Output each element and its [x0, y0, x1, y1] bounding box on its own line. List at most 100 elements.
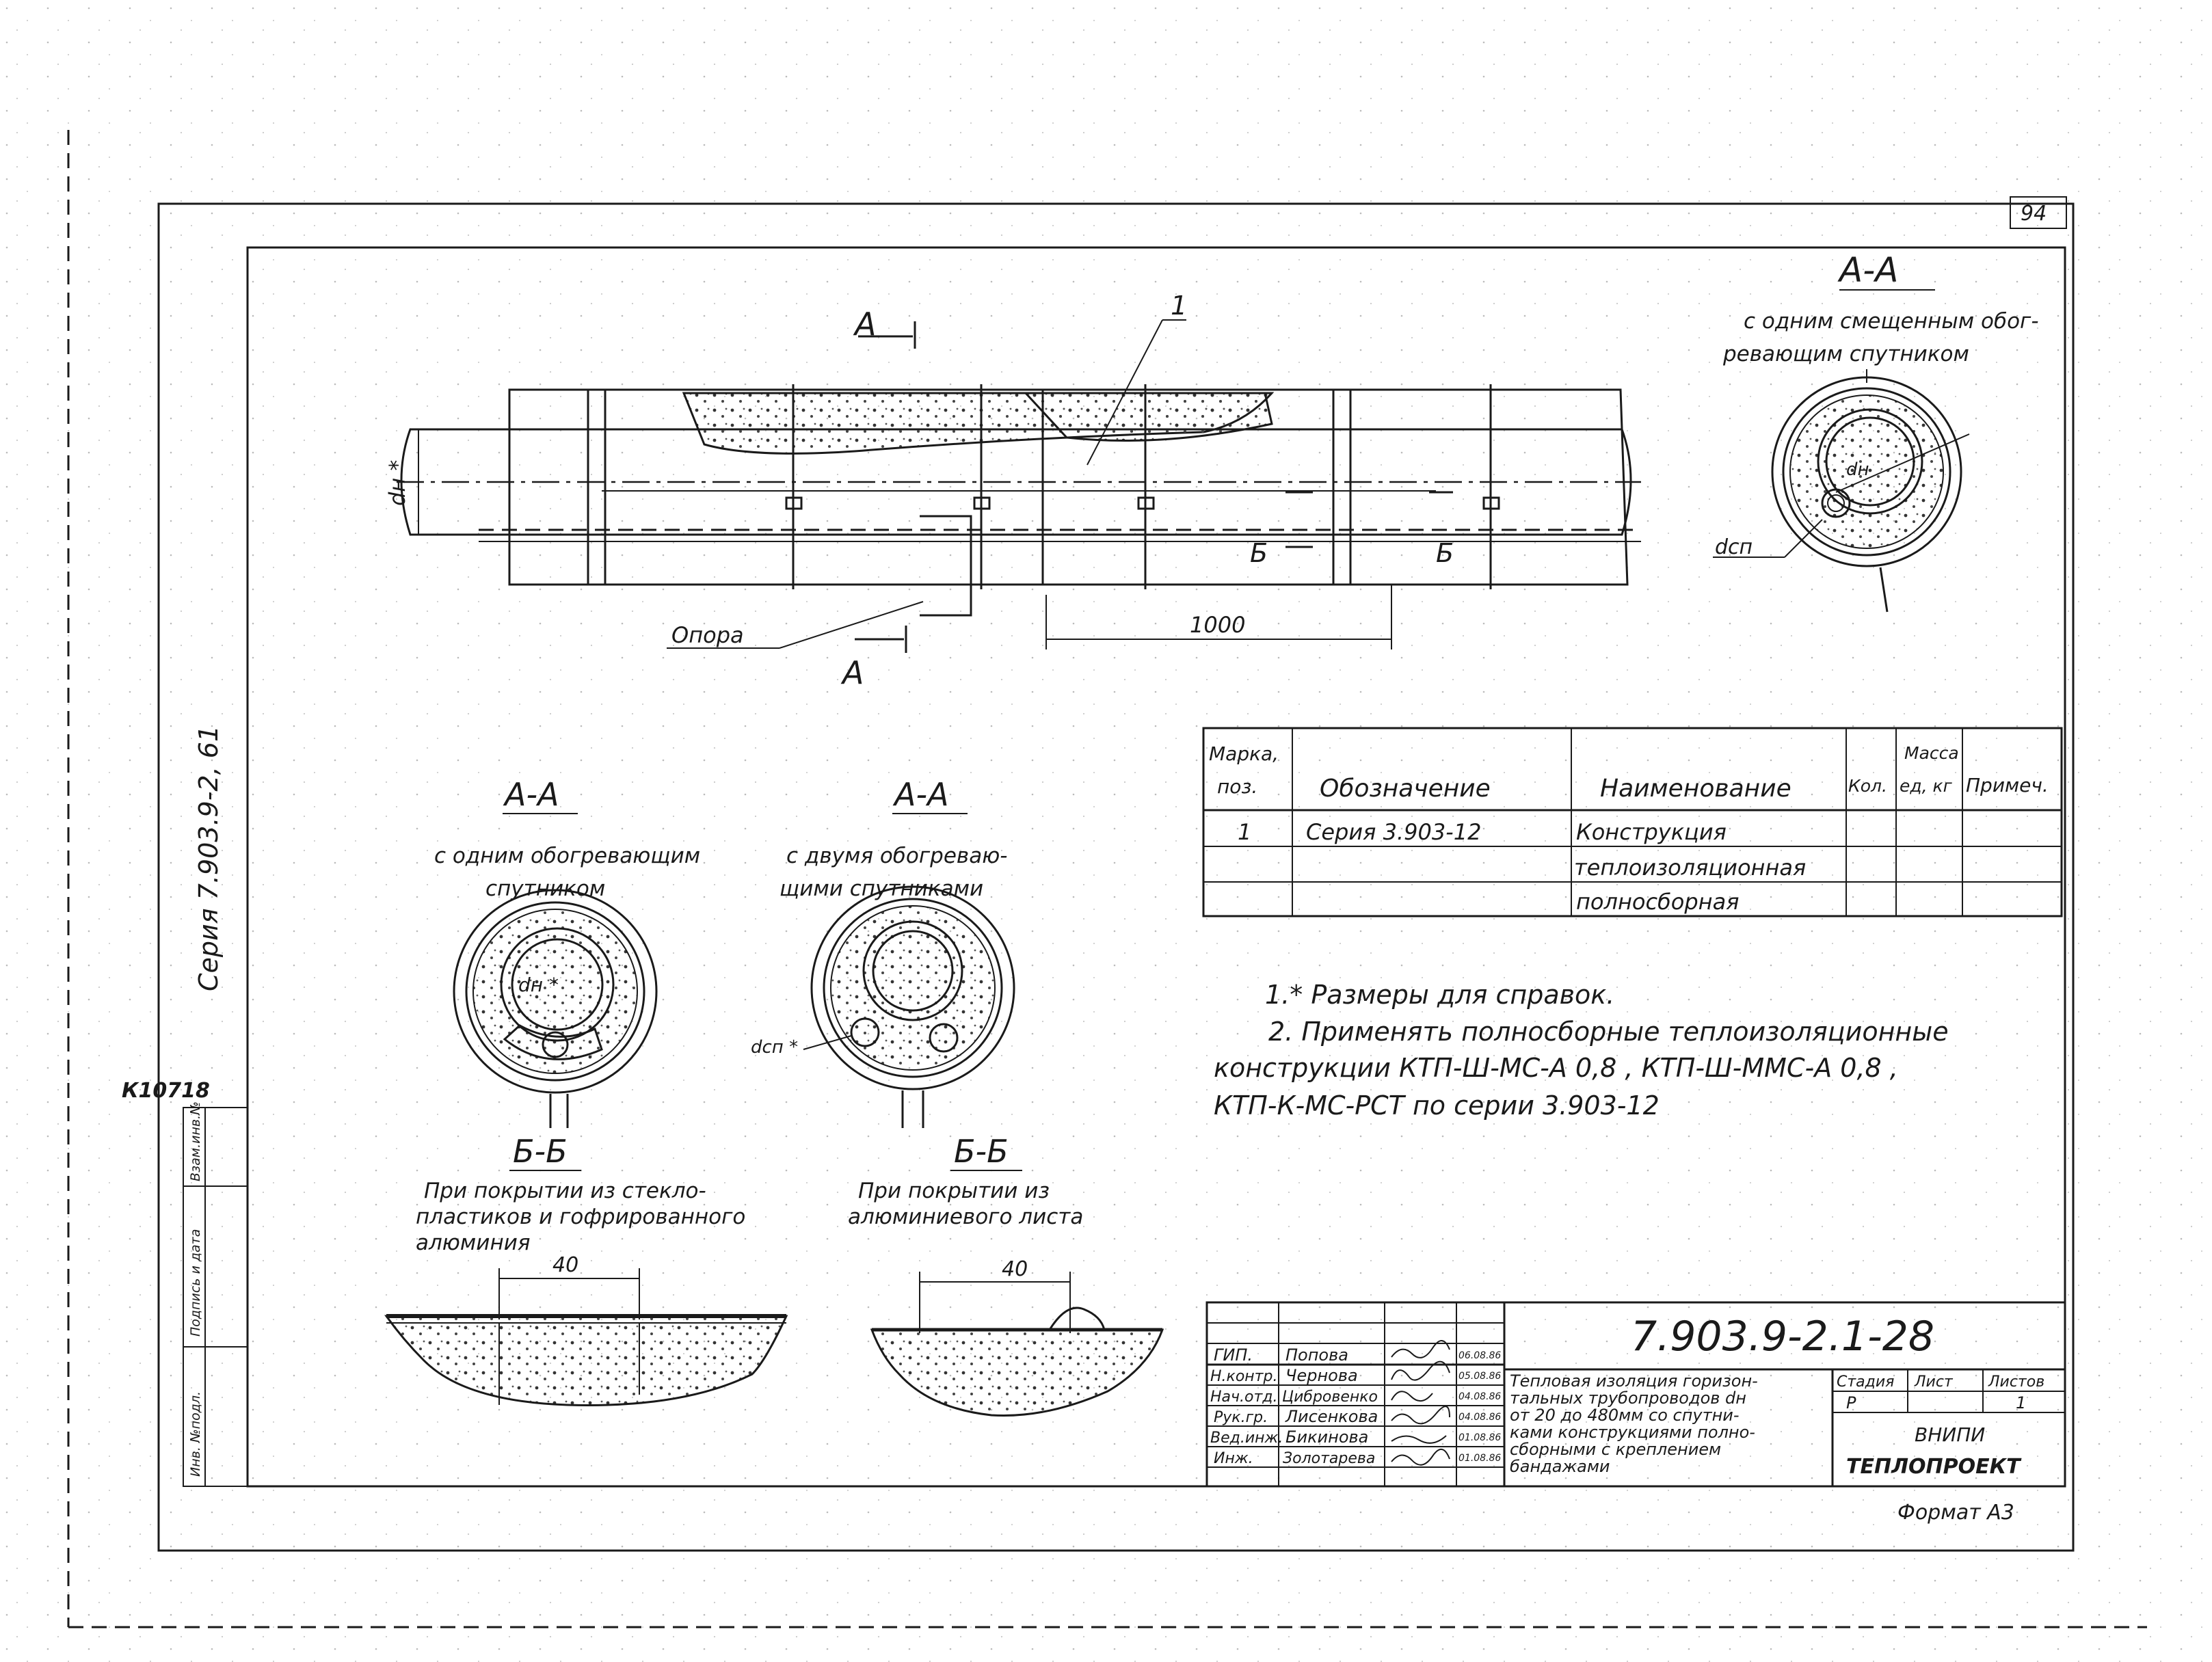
title-block: ГИП. Н.контр. Нач.отд. Рук.гр. Вед.инж. … [1205, 1301, 2066, 1488]
spec-row-mark: 1 [1238, 819, 1251, 845]
section-offset-dsp: dсп [1715, 535, 1753, 559]
sheets-value: 1 [2016, 1393, 2026, 1412]
dimension-1000: 1000 [1190, 612, 1245, 638]
section-two-caption-2: щими спутниками [779, 876, 983, 901]
spec-row-name-2: теплоизоляционная [1574, 855, 1806, 881]
stage-value: Р [1846, 1393, 1856, 1412]
spec-row-name-1: Конструкция [1576, 819, 1727, 845]
dn-label-main: dн * [384, 460, 410, 506]
spec-row-name-3: полносборная [1576, 889, 1739, 915]
spec-header-mass-2: ед, кг [1900, 776, 1953, 796]
name-4: Бикинова [1285, 1428, 1368, 1447]
section-b2-caption-1: При покрытии из [858, 1179, 1050, 1203]
page-number-box [2010, 196, 2067, 229]
section-b-aluminium: Б-Б При покрытии из алюминиевого листа 4… [848, 1133, 1164, 1417]
description-6: бандажами [1510, 1457, 1610, 1476]
name-0: Попова [1285, 1345, 1348, 1365]
notes: 1.* Размеры для справок. 2. Применять по… [1214, 980, 1949, 1121]
section-b1-title: Б-Б [513, 1133, 568, 1170]
format-label: Формат А3 [1897, 1501, 2014, 1525]
drawing-code: 7.903.9-2.1-28 [1631, 1313, 1934, 1361]
role-0: ГИП. [1214, 1345, 1253, 1365]
side-strip: Серия 7.903.9-2, 61 К10718 Инв. №подл. П… [122, 725, 248, 1487]
section-b-fiberglass: Б-Б При покрытии из стекло- пластиков и … [384, 1133, 788, 1406]
section-one-title: А-А [503, 776, 559, 813]
description-4: ками конструкциями полно- [1510, 1423, 1755, 1442]
stage-label: Стадия [1837, 1373, 1894, 1391]
cut-mark-b-2: Б [1436, 538, 1454, 568]
outer-frame [157, 202, 2075, 1552]
section-offset-satellite: А-А с одним смещенным обог- ревающим спу… [1713, 250, 2039, 613]
section-b1-caption-1: При покрытии из стекло- [424, 1179, 706, 1203]
callout-1: 1 [1171, 291, 1187, 321]
spec-header-designation: Обозначение [1320, 775, 1491, 803]
name-3: Лисенкова [1285, 1407, 1378, 1426]
archive-number: К10718 [122, 1079, 210, 1103]
section-b1-caption-3: алюминия [416, 1231, 531, 1255]
section-offset-caption-1: с одним смещенным обог- [1744, 309, 2039, 334]
role-1: Н.контр. [1210, 1368, 1277, 1385]
description-1: Тепловая изоляция горизон- [1510, 1371, 1758, 1391]
name-2: Цибровенко [1282, 1389, 1378, 1406]
note-2: 2. Применять полносборные теплоизоляцион… [1268, 1017, 1949, 1047]
section-one-dn: dн * [518, 974, 559, 996]
section-mark-a-bottom: А [840, 654, 864, 691]
date-5: 01.08.86 [1458, 1453, 1501, 1464]
note-3: конструкции КТП-Ш-МС-А 0,8 , КТП-Ш-ММС-А… [1214, 1053, 1898, 1083]
sheet-label: Лист [1914, 1373, 1954, 1391]
name-5: Золотарева [1283, 1450, 1375, 1467]
spec-header-note: Примеч. [1966, 774, 2049, 796]
spec-header-name: Наименование [1600, 775, 1791, 803]
date-3: 04.08.86 [1458, 1412, 1501, 1423]
main-pipe-view: dн * А А 1 Опора Б Б 1000 [384, 291, 1641, 691]
note-1: 1.* Размеры для справок. [1265, 980, 1614, 1010]
sheets-label: Листов [1988, 1373, 2044, 1391]
section-offset-caption-2: ревающим спутником [1722, 342, 1969, 366]
section-one-caption-2: спутником [485, 876, 605, 901]
date-2: 04.08.86 [1458, 1391, 1501, 1402]
date-1: 05.08.86 [1458, 1371, 1501, 1382]
date-4: 01.08.86 [1458, 1432, 1501, 1443]
section-two-title: А-А [892, 776, 949, 813]
section-b1-caption-2: пластиков и гофрированного [416, 1205, 745, 1229]
name-1: Чернова [1285, 1366, 1358, 1385]
section-two-dsp: dсп * [751, 1037, 798, 1058]
cut-mark-b-1: Б [1250, 538, 1268, 568]
spec-header-mass-1: Масса [1904, 743, 1959, 763]
section-b1-dimension: 40 [552, 1253, 578, 1277]
role-3: Рук.гр. [1214, 1409, 1268, 1426]
date-0: 06.08.86 [1458, 1350, 1501, 1361]
side-label-inv: Инв. №подл. [188, 1391, 203, 1477]
role-4: Вед.инж. [1210, 1430, 1283, 1447]
support-label: Опора [671, 622, 744, 648]
section-mark-a-top: А [853, 306, 876, 343]
spec-header-mark-1: Марка, [1209, 742, 1279, 765]
section-offset-title: А-А [1837, 250, 1898, 290]
spec-header-qty: Кол. [1848, 776, 1887, 796]
description-5: сборными с креплением [1510, 1440, 1721, 1459]
spec-header-mark-2: поз. [1217, 775, 1257, 798]
org-line-2: ТЕПЛОПРОЕКТ [1846, 1455, 2022, 1479]
section-b2-caption-2: алюминиевого листа [848, 1205, 1083, 1229]
section-two-caption-1: с двумя обогреваю- [786, 844, 1007, 868]
series-side-label: Серия 7.903.9-2, 61 [194, 725, 224, 991]
signatures [1391, 1340, 1450, 1466]
side-label-repl: Взам.инв.№ [188, 1101, 203, 1181]
section-one-caption-1: с одним обогревающим [434, 844, 700, 868]
spec-table: Марка, поз. Обозначение Наименование Кол… [1202, 727, 2063, 917]
section-one-satellite: А-А с одним обогревающим спутником dн * [434, 776, 700, 1128]
section-b2-title: Б-Б [954, 1133, 1009, 1170]
spec-row-designation: Серия 3.903-12 [1306, 819, 1481, 845]
side-label-sign: Подпись и дата [188, 1229, 203, 1337]
section-b2-dimension: 40 [1002, 1257, 1028, 1281]
org-line-1: ВНИПИ [1915, 1423, 1985, 1446]
note-4: КТП-К-МС-РСТ по серии 3.903-12 [1214, 1090, 1660, 1121]
inner-frame [246, 246, 2066, 1488]
section-offset-dn: dн [1846, 459, 1869, 480]
description-2: тальных трубопроводов dн [1510, 1389, 1746, 1408]
role-2: Нач.отд. [1210, 1389, 1278, 1406]
section-two-satellites: А-А с двумя обогреваю- щими спутниками d… [751, 776, 1015, 1128]
role-5: Инж. [1214, 1450, 1253, 1467]
description-3: от 20 до 480мм со спутни- [1510, 1406, 1740, 1425]
